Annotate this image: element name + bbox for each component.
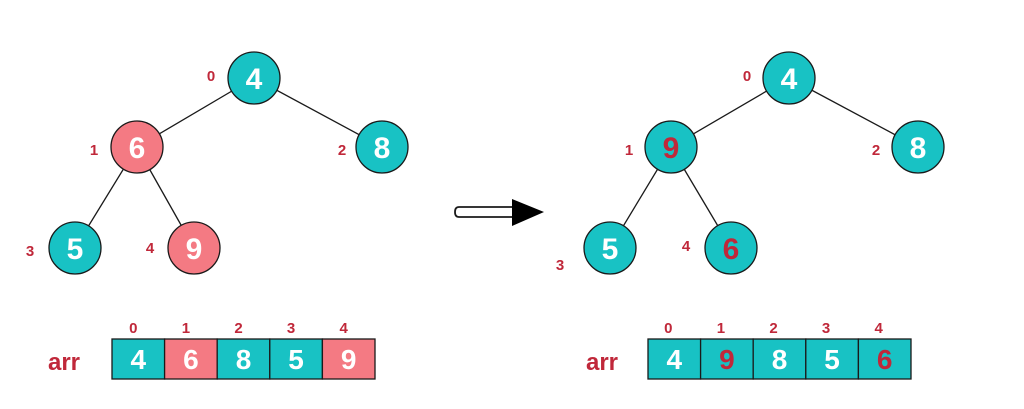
array-label: arr xyxy=(48,349,80,376)
node-index: 4 xyxy=(146,240,155,257)
node-circle xyxy=(48,221,102,275)
array-cell: 61 xyxy=(163,320,218,380)
node-value: 4 xyxy=(246,63,263,96)
cell-index: 2 xyxy=(769,320,777,337)
node-value: 6 xyxy=(129,132,146,165)
node-value: 5 xyxy=(602,233,619,266)
cell-box xyxy=(647,338,702,380)
node-index: 2 xyxy=(872,142,880,159)
node-value: 9 xyxy=(663,132,680,165)
cell-value: 4 xyxy=(131,344,147,375)
cell-value: 5 xyxy=(288,344,304,375)
node-index: 0 xyxy=(743,68,751,85)
cell-index: 1 xyxy=(717,320,725,337)
tree-node: 82 xyxy=(872,120,945,174)
node-index: 1 xyxy=(90,142,98,159)
cell-value: 8 xyxy=(236,344,252,375)
node-circle xyxy=(583,221,637,275)
tree-node: 53 xyxy=(556,221,637,275)
array-cell: 94 xyxy=(321,320,376,380)
cell-box xyxy=(216,338,271,380)
node-value: 8 xyxy=(910,132,927,165)
node-circle xyxy=(644,120,698,174)
node-value: 6 xyxy=(723,233,740,266)
node-circle xyxy=(110,120,164,174)
arrow-shaft xyxy=(454,206,521,218)
tree-node: 53 xyxy=(26,221,102,275)
cell-index: 3 xyxy=(822,320,830,337)
cell-box xyxy=(269,338,324,380)
arrow-head xyxy=(512,199,544,226)
array-cell: 40 xyxy=(647,320,702,380)
cell-box xyxy=(699,338,754,380)
node-index: 4 xyxy=(682,238,691,255)
tree-node: 64 xyxy=(682,221,758,275)
node-index: 3 xyxy=(26,243,34,260)
array-label: arr xyxy=(586,349,618,376)
tree-node: 40 xyxy=(743,51,816,105)
cell-index: 1 xyxy=(182,320,190,337)
cell-index: 3 xyxy=(287,320,295,337)
node-value: 9 xyxy=(186,233,203,266)
cell-value: 4 xyxy=(667,344,683,375)
node-index: 2 xyxy=(338,142,346,159)
transition-arrow xyxy=(454,199,544,226)
cell-value: 9 xyxy=(341,344,357,375)
array-cell: 53 xyxy=(805,320,860,380)
cell-index: 2 xyxy=(234,320,242,337)
array-cell: 82 xyxy=(216,320,271,380)
node-circle xyxy=(762,51,816,105)
tree-node: 94 xyxy=(146,221,221,275)
cell-index: 0 xyxy=(129,320,137,337)
tree-node: 40 xyxy=(207,51,281,105)
array-cell: 82 xyxy=(752,320,807,380)
cell-index: 4 xyxy=(340,320,349,337)
cell-box xyxy=(752,338,807,380)
node-circle xyxy=(355,120,409,174)
cell-value: 9 xyxy=(719,344,735,375)
cell-value: 6 xyxy=(183,344,199,375)
node-circle xyxy=(227,51,281,105)
cell-value: 8 xyxy=(772,344,788,375)
node-index: 3 xyxy=(556,257,564,274)
node-value: 4 xyxy=(781,63,798,96)
tree-node: 82 xyxy=(338,120,409,174)
cell-index: 4 xyxy=(875,320,884,337)
node-circle xyxy=(167,221,221,275)
tree-node: 61 xyxy=(90,120,164,174)
array-cell: 40 xyxy=(111,320,166,380)
cell-value: 5 xyxy=(824,344,840,375)
cell-index: 0 xyxy=(664,320,672,337)
cell-value: 6 xyxy=(877,344,893,375)
tree-node: 91 xyxy=(625,120,698,174)
cell-box xyxy=(857,338,912,380)
cell-box xyxy=(163,338,218,380)
cell-box xyxy=(111,338,166,380)
node-index: 1 xyxy=(625,142,633,159)
array-cell: 53 xyxy=(269,320,324,380)
node-index: 0 xyxy=(207,68,215,85)
node-circle xyxy=(891,120,945,174)
array-cell: 64 xyxy=(857,320,912,380)
node-circle xyxy=(704,221,758,275)
array-cell: 91 xyxy=(699,320,754,380)
cell-box xyxy=(321,338,376,380)
cell-box xyxy=(805,338,860,380)
node-value: 8 xyxy=(374,132,391,165)
node-value: 5 xyxy=(67,233,84,266)
